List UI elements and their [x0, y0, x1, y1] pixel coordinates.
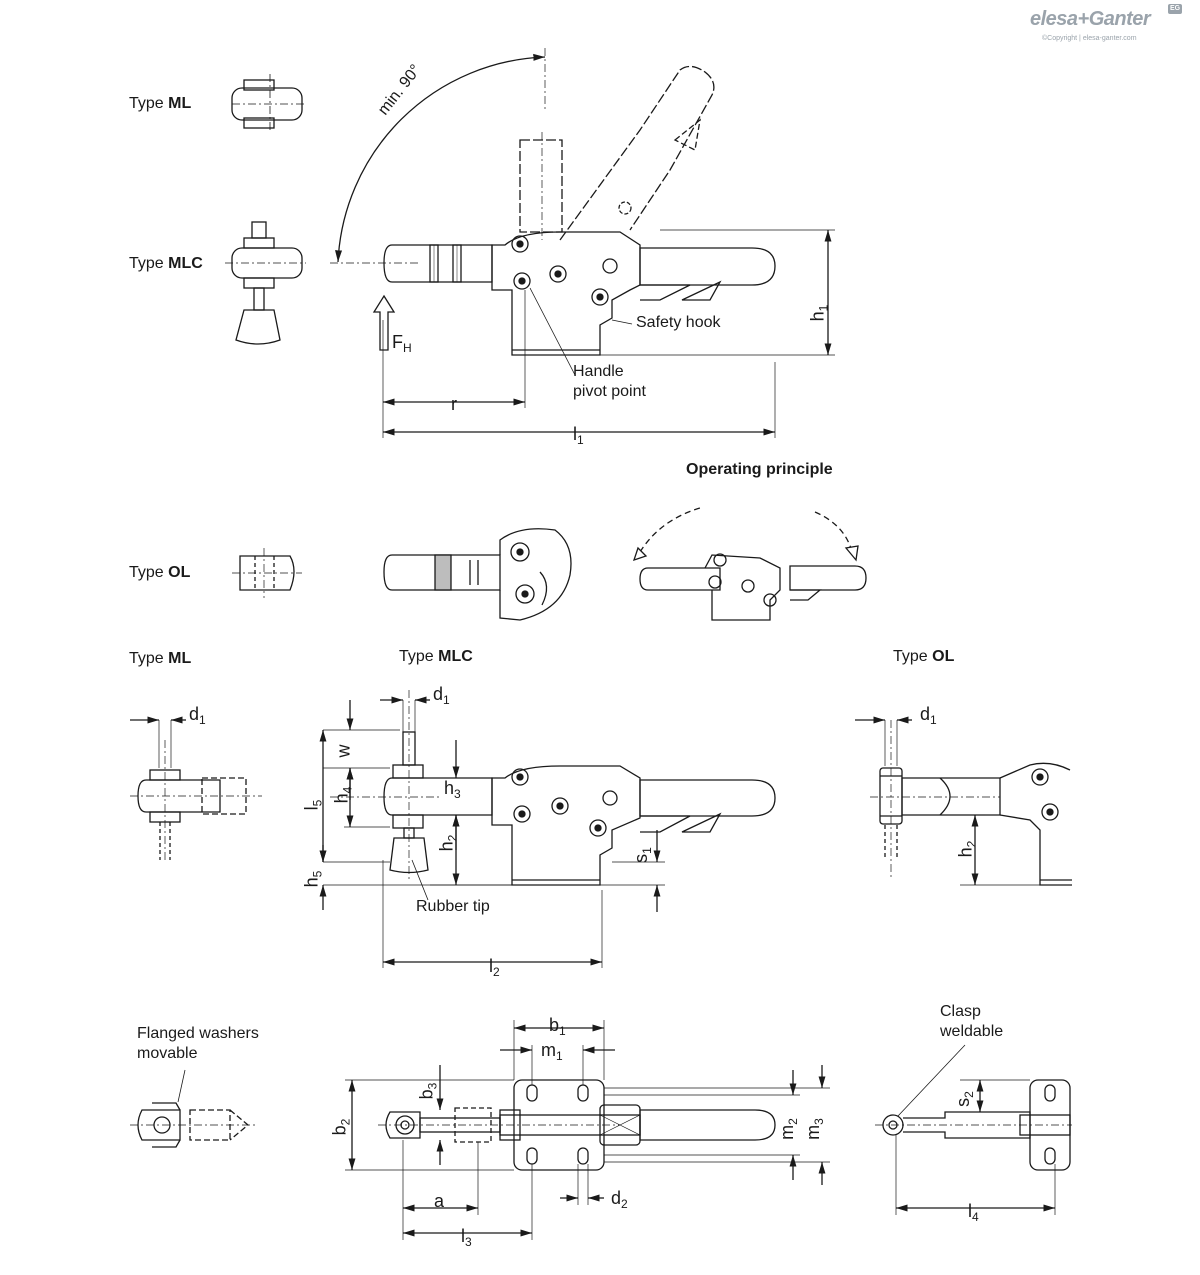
dim-l2: l2: [489, 956, 500, 979]
ol-top-view: [875, 1044, 1072, 1215]
brand-copyright: ©Copyright | elesa-ganter.com: [1042, 35, 1137, 42]
dim-b1: b1: [549, 1015, 566, 1038]
ml-end-view-top: [231, 74, 306, 132]
dim-h3: h3: [444, 778, 461, 801]
safety-hook-label: Safety hook: [636, 314, 721, 331]
flanged-washers-label-1: Flanged washers: [137, 1025, 259, 1042]
operating-principle-heading: Operating principle: [686, 461, 833, 478]
dim-l3: l3: [461, 1226, 472, 1249]
rubber-tip-label: Rubber tip: [416, 898, 490, 915]
handle-pivot-label-2: pivot point: [573, 383, 646, 400]
dim-h2-mlc: h2: [436, 834, 460, 852]
mlc-end-view-top: [225, 221, 306, 345]
ml-top-view: [130, 1069, 255, 1148]
dim-h2-ol: h2: [955, 840, 979, 858]
operating-principle-sketch: [632, 507, 867, 621]
brand-logo: elesa+Ganter EG ©Copyright | elesa-gante…: [1030, 4, 1182, 42]
dim-m2: m2: [776, 1118, 800, 1140]
handle-pivot-label-1: Handle: [573, 363, 624, 380]
type-mlc-label-bottom: Type MLC: [399, 648, 473, 665]
ol-detail-view: [383, 528, 572, 621]
dim-h4: h4: [331, 786, 355, 804]
flanged-washers-label-2: movable: [137, 1045, 198, 1062]
main-side-view: [330, 48, 835, 438]
dim-a: a: [434, 1191, 445, 1211]
dim-d1-mlc: d1: [433, 684, 450, 707]
dim-b2: b2: [329, 1118, 353, 1136]
ol-side-view: [855, 716, 1072, 886]
dim-s1: s1: [630, 847, 654, 863]
ol-end-view-mid: [232, 548, 302, 598]
dim-l5: l5: [301, 799, 325, 811]
ml-front-view: [130, 716, 262, 860]
dim-h5: h5: [301, 870, 325, 888]
dim-m1: m1: [541, 1040, 563, 1063]
type-mlc-label-top: Type MLC: [129, 255, 203, 272]
dim-w: w: [333, 744, 354, 758]
dim-d1-ol: d1: [920, 704, 937, 727]
dim-h1: h1: [807, 304, 831, 322]
dim-m3: m3: [802, 1118, 826, 1140]
clasp-label-1: Clasp: [940, 1003, 981, 1020]
mlc-top-view: [345, 1020, 830, 1240]
dim-fh: FH: [392, 332, 412, 355]
dim-b3: b3: [416, 1082, 440, 1100]
type-ol-label-mid: Type OL: [129, 564, 191, 581]
brand-name: elesa+Ganter: [1030, 8, 1151, 30]
brand-mark: EG: [1168, 4, 1182, 14]
dim-r: r: [451, 394, 457, 414]
dim-d1-ml: d1: [189, 704, 206, 727]
dim-l1: l1: [573, 424, 584, 447]
clasp-label-2: weldable: [940, 1023, 1004, 1040]
type-ml-label-bottom: Type ML: [129, 650, 192, 667]
type-ol-label-bottom: Type OL: [893, 648, 955, 665]
mlc-side-view: [319, 690, 776, 968]
type-ml-label-top: Type ML: [129, 95, 192, 112]
dim-d2: d2: [611, 1188, 628, 1211]
dim-s2: s2: [952, 1091, 976, 1107]
dim-l4: l4: [968, 1201, 979, 1224]
